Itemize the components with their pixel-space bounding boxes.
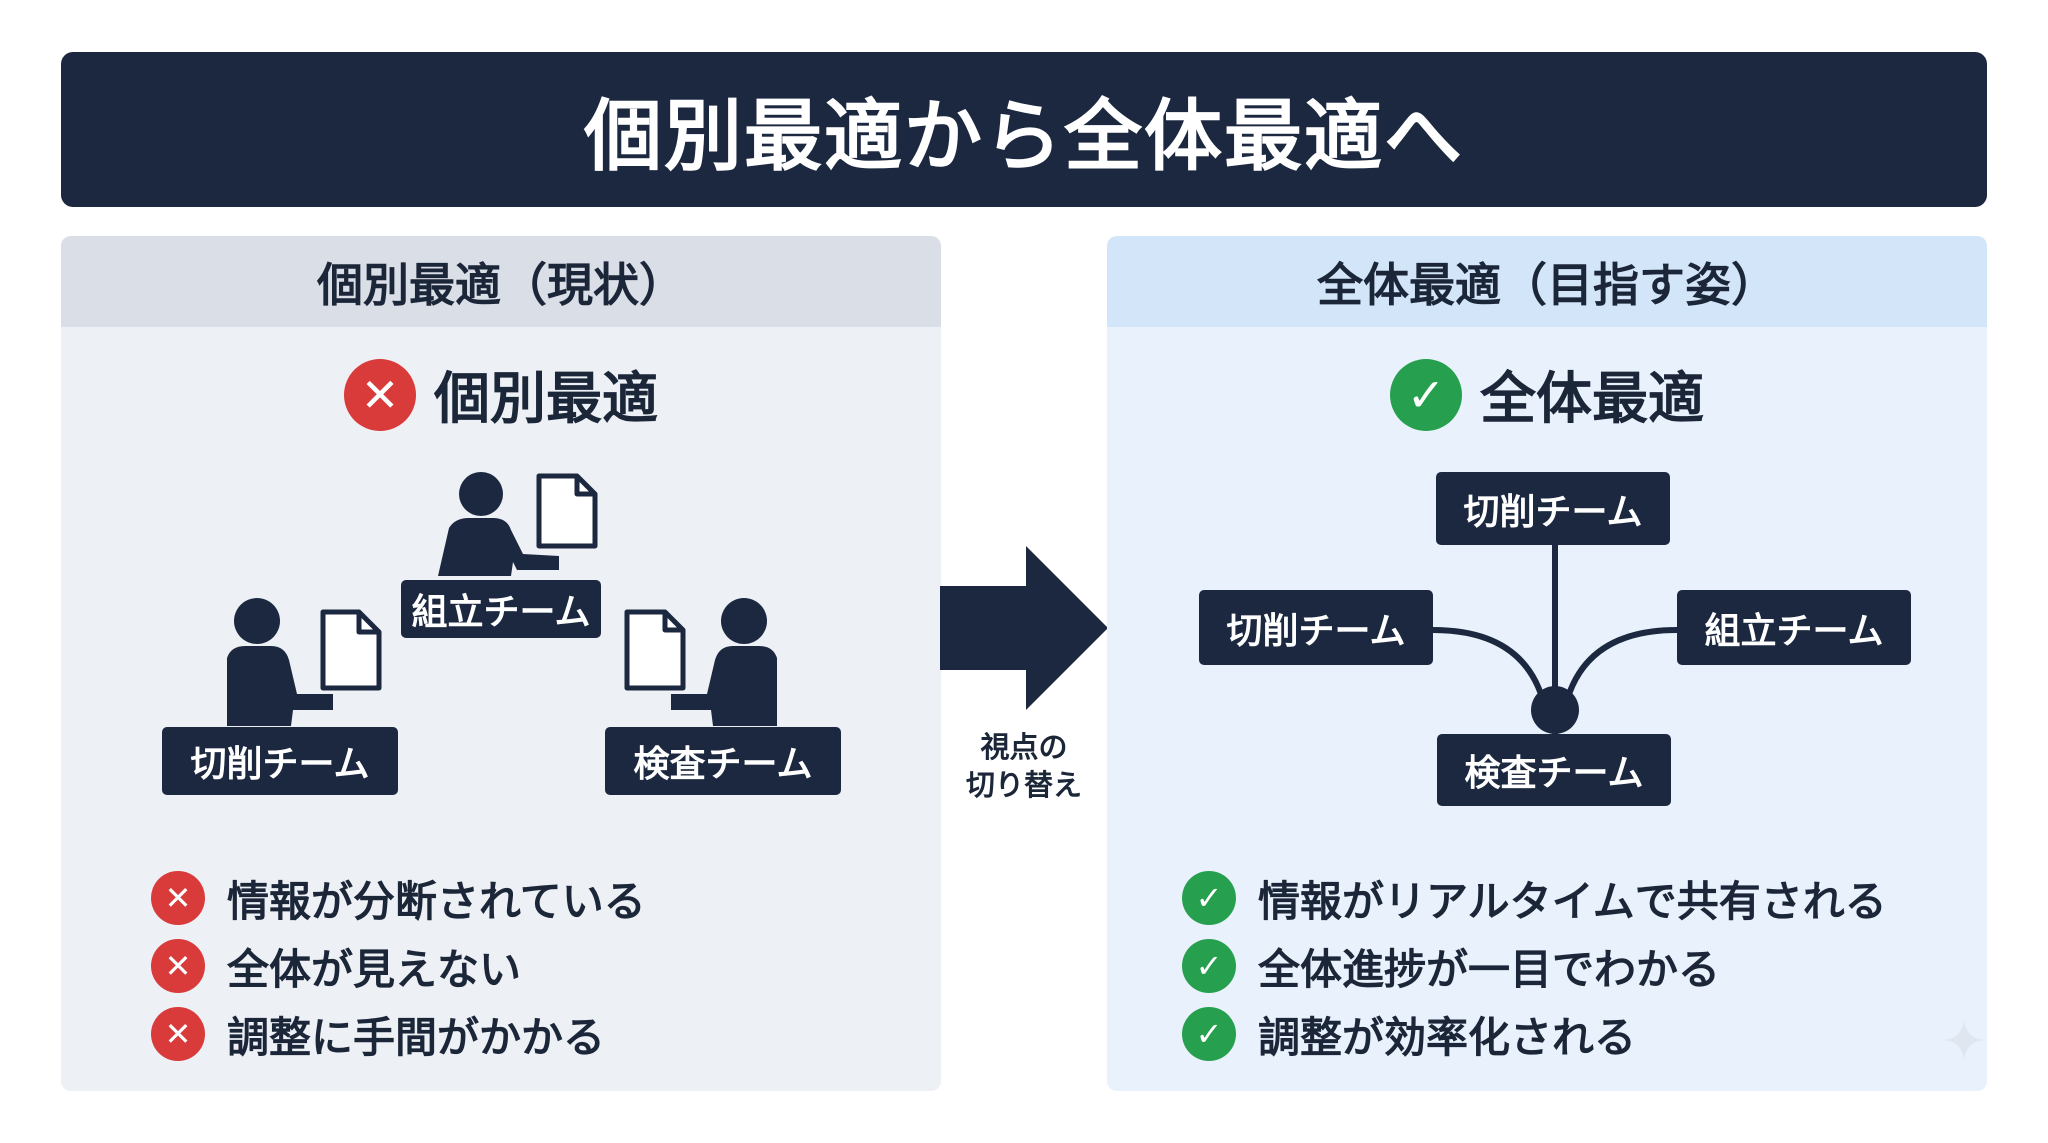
connected-teams-diagram	[1432, 545, 1678, 736]
cutting-team-label: 切削チーム	[162, 727, 398, 795]
target-state-heading: ✓ 全体最適	[1107, 354, 1987, 435]
list-item: ✓ 調整が効率化される	[1182, 1000, 1887, 1068]
current-state-heading: ✕ 個別最適	[61, 354, 941, 435]
list-item: ✕ 調整に手間がかかる	[151, 1000, 646, 1068]
check-circle-icon: ✓	[1182, 939, 1236, 993]
target-state-header: 全体最適（目指す姿）	[1107, 236, 1987, 327]
central-hub-node	[1531, 686, 1579, 734]
check-circle-icon: ✓	[1390, 358, 1462, 431]
list-item: ✕ 全体が見えない	[151, 932, 646, 1000]
sparkle-icon	[1944, 1020, 1984, 1060]
current-state-header: 個別最適（現状）	[61, 236, 941, 327]
list-item: ✕ 情報が分断されている	[151, 864, 646, 932]
document-icon	[536, 473, 598, 549]
x-circle-icon: ✕	[344, 358, 416, 431]
current-issues-list: ✕ 情報が分断されている ✕ 全体が見えない ✕ 調整に手間がかかる	[151, 864, 646, 1068]
page-title: 個別最適から全体最適へ	[583, 91, 1464, 182]
document-icon	[320, 609, 382, 691]
inspection-team-label: 検査チーム	[605, 727, 841, 795]
current-state-panel: 個別最適（現状） ✕ 個別最適	[61, 236, 941, 1091]
person-icon	[438, 472, 559, 576]
target-state-panel: 全体最適（目指す姿） ✓ 全体最適 切削チーム 切削チーム 組立チーム 検査チー…	[1107, 236, 1987, 1091]
perspective-shift-label: 視点の 切り替え	[965, 730, 1082, 802]
check-circle-icon: ✓	[1182, 1007, 1236, 1061]
assembly-team-label: 組立チーム	[401, 580, 601, 638]
x-circle-icon: ✕	[151, 1007, 205, 1061]
assembly-team-node: 組立チーム	[1677, 590, 1911, 665]
current-state-heading-text: 個別最適	[434, 367, 658, 432]
person-icon	[227, 598, 333, 726]
cutting-team-top-node: 切削チーム	[1436, 472, 1670, 545]
x-circle-icon: ✕	[151, 871, 205, 925]
document-icon	[624, 609, 686, 691]
check-circle-icon: ✓	[1182, 871, 1236, 925]
target-benefits-list: ✓ 情報がリアルタイムで共有される ✓ 全体進捗が一目でわかる ✓ 調整が効率化…	[1182, 864, 1887, 1068]
title-banner: 個別最適から全体最適へ	[61, 52, 1987, 207]
cutting-team-left-node: 切削チーム	[1199, 590, 1433, 665]
person-icon	[671, 598, 777, 726]
list-item: ✓ 全体進捗が一目でわかる	[1182, 932, 1887, 1000]
right-arrow-icon	[940, 546, 1108, 710]
isolated-teams-illustration	[227, 472, 777, 726]
inspection-team-node: 検査チーム	[1437, 734, 1671, 806]
list-item: ✓ 情報がリアルタイムで共有される	[1182, 864, 1887, 932]
x-circle-icon: ✕	[151, 939, 205, 993]
target-state-heading-text: 全体最適	[1480, 367, 1704, 432]
